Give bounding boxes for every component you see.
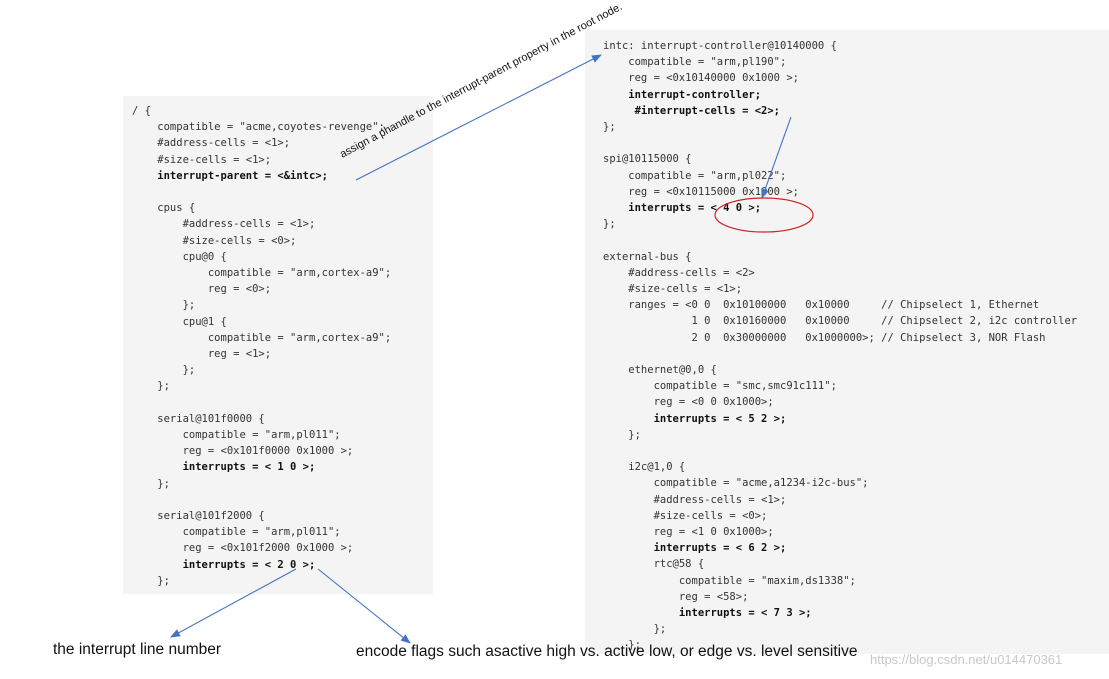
root-node-code-panel <box>123 96 433 594</box>
left-code-line: cpus { <box>132 202 196 215</box>
right-code-line: reg = <1 0 0x1000>; <box>603 526 774 538</box>
right-code-line: }; <box>603 623 667 636</box>
left-code-line: }; <box>132 477 170 490</box>
right-code-line: interrupts = < 5 2 >; <box>603 412 787 425</box>
arrow-to-line-number-note <box>170 568 297 638</box>
right-code-line: interrupts = < 4 0 >; <box>603 202 762 214</box>
right-code-line: spi@10115000 { <box>603 153 692 166</box>
right-code-line: reg = <0x10140000 0x1000 >; <box>603 72 799 85</box>
right-code-line: }; <box>603 121 616 133</box>
left-code-line: }; <box>132 299 196 312</box>
right-code-line: i2c@1,0 { <box>603 461 686 474</box>
interrupt-flags-annotation: encode flags such asactive high vs. acti… <box>356 643 858 660</box>
left-code-line: #address-cells = <1>; <box>132 218 316 231</box>
right-code-line: interrupt-controller; <box>603 88 762 101</box>
watermark: https://blog.csdn.net/u014470361 <box>870 652 1063 667</box>
left-code-line: interrupts = < 2 0 >; <box>132 558 316 571</box>
right-code-line: }; <box>603 639 641 652</box>
left-code-line: compatible = "arm,cortex-a9"; <box>132 267 392 279</box>
left-code-line: }; <box>132 364 196 377</box>
right-code-line: reg = <0 0 0x1000>; <box>603 396 774 409</box>
right-code-line: interrupts = < 6 2 >; <box>603 542 787 555</box>
arrow-interrupt-cells-to-spi <box>761 116 792 199</box>
right-code-line: compatible = "acme,a1234-i2c-bus"; <box>603 477 869 490</box>
right-code-line: reg = <0x10115000 0x1000 >; <box>603 185 799 198</box>
left-code-line: reg = <1>; <box>132 348 272 360</box>
left-code-line: compatible = "arm,cortex-a9"; <box>132 331 392 344</box>
right-code-line: rtc@58 { <box>603 558 705 571</box>
right-code-line: #size-cells = <1>; <box>603 283 743 295</box>
left-code-line: serial@101f0000 { <box>132 412 265 425</box>
right-code-line: }; <box>603 218 616 231</box>
left-code-line: / { <box>132 105 151 117</box>
right-code-line: #interrupt-cells = <2>; <box>603 104 781 117</box>
left-code-line: reg = <0x101f0000 0x1000 >; <box>132 445 354 458</box>
left-code-line: reg = <0>; <box>132 283 272 296</box>
left-code-line: }; <box>132 380 170 393</box>
left-code-line: serial@101f2000 { <box>132 510 265 522</box>
right-code-line: #address-cells = <2> <box>603 266 755 279</box>
right-code-line: external-bus { <box>603 250 692 263</box>
spi-interrupts-highlight-ellipse <box>714 197 814 233</box>
left-code-line: interrupt-parent = <&intc>; <box>132 169 328 182</box>
left-code-line: interrupts = < 1 0 >; <box>132 461 316 474</box>
left-code-line: #address-cells = <1>; <box>132 137 291 150</box>
arrow-to-flags-note <box>317 568 411 644</box>
left-code-line: cpu@0 { <box>132 250 227 263</box>
left-code-line: #size-cells = <1>; <box>132 153 272 166</box>
interrupt-controller-code-panel <box>585 30 1109 654</box>
left-code-line: reg = <0x101f2000 0x1000 >; <box>132 542 354 555</box>
left-code-line: compatible = "acme,coyotes-revenge"; <box>132 121 385 134</box>
right-code-line: #address-cells = <1>; <box>603 493 787 506</box>
right-code-line: ethernet@0,0 { <box>603 364 717 376</box>
right-code-line: compatible = "maxim,ds1338"; <box>603 574 856 587</box>
right-code-line: compatible = "smc,smc91c111"; <box>603 380 837 393</box>
left-code-line: #size-cells = <0>; <box>132 234 297 247</box>
right-code-line: reg = <58>; <box>603 590 749 603</box>
right-code-line: 2 0 0x30000000 0x1000000>; // Chipselect… <box>603 331 1046 344</box>
interrupt-line-number-annotation: the interrupt line number <box>53 641 222 658</box>
arrow-intc-to-phandle <box>355 54 602 181</box>
left-code-line: }; <box>132 574 170 587</box>
right-code-line: #size-cells = <0>; <box>603 509 768 522</box>
right-code-line: intc: interrupt-controller@10140000 { <box>603 40 837 52</box>
right-code-line: 1 0 0x10160000 0x10000 // Chipselect 2, … <box>603 315 1078 328</box>
right-code-line: compatible = "arm,pl022"; <box>603 169 787 182</box>
left-code-line: compatible = "arm,pl011"; <box>132 429 341 441</box>
right-code-line: }; <box>603 428 641 441</box>
right-code-line: compatible = "arm,pl190"; <box>603 56 787 69</box>
right-code-line: ranges = <0 0 0x10100000 0x10000 // Chip… <box>603 299 1040 312</box>
right-code-line: interrupts = < 7 3 >; <box>603 607 812 619</box>
left-code-line: compatible = "arm,pl011"; <box>132 526 341 539</box>
left-code-line: cpu@1 { <box>132 315 227 328</box>
